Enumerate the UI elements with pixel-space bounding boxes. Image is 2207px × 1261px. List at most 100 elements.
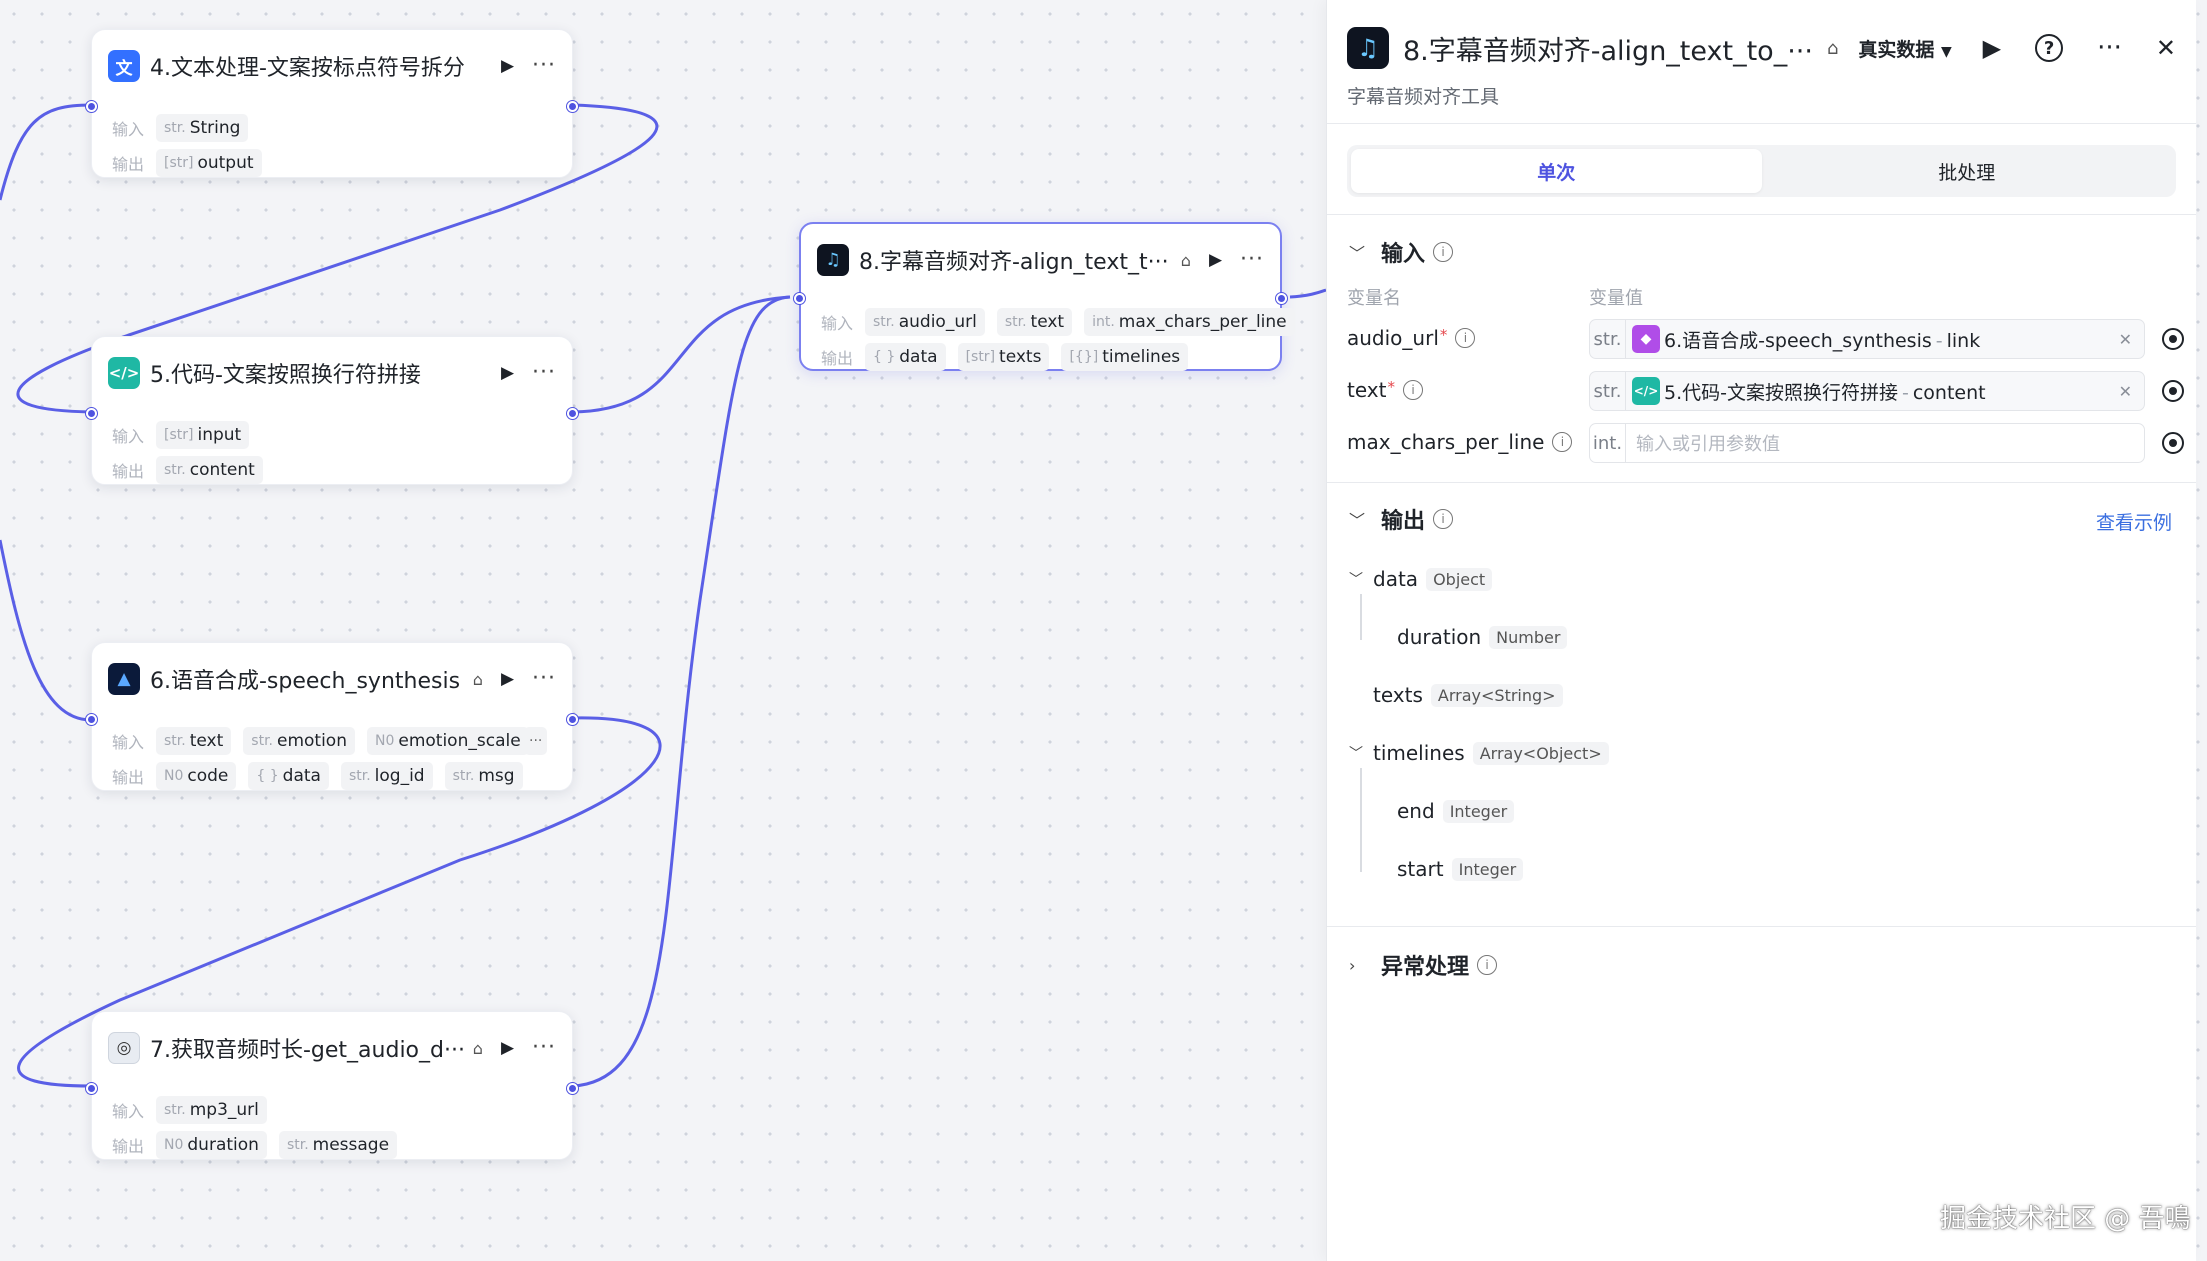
input-section-header[interactable]: ﹀ 输入 i	[1349, 235, 1454, 269]
info-icon[interactable]: i	[1552, 432, 1573, 452]
play-icon[interactable]: ▶	[1208, 250, 1223, 270]
input-label: 输入	[821, 314, 854, 333]
output-port[interactable]	[567, 408, 578, 419]
tree-line	[1360, 768, 1362, 872]
text-value-field[interactable]: str. </> 5.代码-文案按照换行符拼接-content ✕	[1589, 371, 2184, 411]
view-example-link[interactable]: 查看示例	[2095, 512, 2172, 534]
input-chip: str.text	[996, 308, 1073, 336]
divider	[1327, 123, 2196, 124]
more-icon[interactable]: ···	[532, 666, 556, 691]
input-port[interactable]	[86, 408, 97, 419]
output-chip: [{}]timelines	[1061, 343, 1189, 371]
clear-icon[interactable]: ✕	[2118, 381, 2132, 401]
info-icon[interactable]: i	[1402, 380, 1423, 400]
audio-url-value-field[interactable]: str. ◆ 6.语音合成-speech_synthesis-link ✕	[1589, 319, 2184, 359]
edge-node7-to-node8	[572, 295, 791, 1088]
workflow-canvas[interactable]: 文 4.文本处理-文案按标点符号拆分 ▶ ··· 输入 str.String 输…	[0, 0, 1326, 1261]
output-field-texts: texts Array<String>	[1373, 683, 1563, 707]
more-icon[interactable]: ···	[532, 53, 556, 78]
help-icon[interactable]: ?	[2035, 34, 2064, 62]
info-icon[interactable]: i	[1433, 242, 1454, 262]
max-chars-value-field[interactable]: int. 输入或引用参数值	[1589, 423, 2184, 463]
output-chip: [str]output	[156, 149, 262, 177]
watermark: 掘金技术社区 @ 吾鳴	[1940, 1204, 2191, 1234]
output-chip: str.message	[278, 1131, 398, 1159]
output-chip: str.log_id	[340, 762, 433, 790]
error-section-header[interactable]: › 异常处理 i	[1349, 948, 1498, 982]
clear-icon[interactable]: ✕	[2118, 329, 2132, 349]
output-label: 输出	[112, 1137, 145, 1156]
output-section-header[interactable]: ﹀ 输出 i	[1349, 502, 1454, 536]
more-icon[interactable]: ···	[1240, 247, 1264, 272]
output-field-timelines[interactable]: ﹀ timelines Array<Object>	[1349, 741, 1609, 765]
node-code-join[interactable]: </> 5.代码-文案按照换行符拼接 ▶ ··· 输入 [str]input 输…	[86, 336, 578, 485]
align-audio-icon: ♫	[1347, 27, 1389, 69]
plugin-icon: ⌂	[1826, 37, 1839, 59]
more-inputs-button[interactable]: ···	[524, 727, 548, 755]
more-icon[interactable]: ···	[2097, 33, 2122, 63]
chevron-right-icon[interactable]: ›	[1349, 955, 1356, 975]
play-icon[interactable]: ▶	[500, 1038, 515, 1058]
output-port[interactable]	[1276, 293, 1287, 304]
chevron-down-icon[interactable]: ﹀	[1349, 511, 1366, 530]
output-chip: str.msg	[444, 762, 523, 790]
tab-single[interactable]: 单次	[1351, 149, 1762, 193]
play-icon[interactable]: ▶	[500, 363, 515, 383]
output-chip: str.content	[156, 456, 263, 484]
output-port[interactable]	[567, 714, 578, 725]
input-port[interactable]	[86, 101, 97, 112]
output-label: 输出	[112, 462, 145, 481]
play-icon[interactable]: ▶	[500, 669, 515, 689]
plugin-icon: ⌂	[472, 1038, 483, 1058]
run-button[interactable]: ▶	[1982, 34, 2002, 62]
info-icon[interactable]: i	[1455, 328, 1476, 348]
input-chip: str.String	[156, 114, 249, 142]
input-chip: str.audio_url	[865, 308, 985, 336]
info-icon[interactable]: i	[1433, 509, 1454, 529]
input-port[interactable]	[86, 1083, 97, 1094]
node-title: 8.字幕音频对齐-align_text_t···	[859, 250, 1169, 275]
chevron-down-icon[interactable]: ﹀	[1349, 746, 1363, 762]
output-field-start: start Integer	[1397, 857, 1524, 881]
info-icon[interactable]: i	[1477, 955, 1498, 975]
node-title: 5.代码-文案按照换行符拼接	[150, 363, 421, 388]
node-get-audio-duration[interactable]: ◎ 7.获取音频时长-get_audio_d··· ⌂ ▶ ··· 输入 str…	[86, 1011, 578, 1160]
chevron-down-icon[interactable]: ﹀	[1349, 244, 1366, 263]
panel-title: 8.字幕音频对齐-align_text_to_···	[1403, 35, 1813, 67]
output-port[interactable]	[567, 1083, 578, 1094]
reference-target-icon[interactable]	[2162, 432, 2184, 454]
close-icon[interactable]: ✕	[2155, 34, 2176, 62]
reference-target-icon[interactable]	[2162, 380, 2184, 402]
input-chip: int.max_chars_per_line	[1084, 308, 1295, 336]
code-ref-icon: </>	[1632, 377, 1660, 405]
output-field-data[interactable]: ﹀ data Object	[1349, 567, 1493, 591]
tab-batch[interactable]: 批处理	[1938, 161, 1996, 184]
reference-target-icon[interactable]	[2162, 328, 2184, 350]
node-align-text[interactable]: ♫ 8.字幕音频对齐-align_text_t··· ⌂ ▶ ··· 输入 st…	[794, 222, 1295, 371]
more-icon[interactable]: ···	[532, 1035, 556, 1060]
text-process-icon: 文	[108, 50, 140, 82]
speech-synthesis-ref-icon: ◆	[1632, 325, 1660, 353]
edge-node8-to-next	[1289, 288, 1326, 299]
more-icon[interactable]: ···	[532, 360, 556, 385]
plugin-icon: ⌂	[1180, 250, 1191, 270]
input-label: 输入	[112, 733, 145, 752]
play-icon[interactable]: ▶	[500, 56, 515, 76]
input-chip: str.mp3_url	[156, 1096, 267, 1124]
node-title: 4.文本处理-文案按标点符号拆分	[150, 56, 465, 81]
chevron-down-icon[interactable]: ﹀	[1349, 572, 1363, 588]
node-speech-synthesis[interactable]: ▲ 6.语音合成-speech_synthesis ⌂ ▶ ··· 输入 str…	[86, 642, 578, 791]
divider	[1327, 214, 2196, 215]
input-port[interactable]	[86, 714, 97, 725]
align-audio-icon: ♫	[817, 244, 849, 276]
data-mode-dropdown[interactable]: 真实数据 ▼	[1858, 38, 1952, 61]
output-label: 输出	[112, 768, 145, 787]
input-port[interactable]	[794, 293, 805, 304]
output-label: 输出	[112, 155, 145, 174]
speech-synthesis-icon: ▲	[108, 663, 140, 695]
output-chip: { }data	[865, 343, 946, 371]
output-port[interactable]	[567, 101, 578, 112]
node-text-split[interactable]: 文 4.文本处理-文案按标点符号拆分 ▶ ··· 输入 str.String 输…	[86, 29, 578, 178]
